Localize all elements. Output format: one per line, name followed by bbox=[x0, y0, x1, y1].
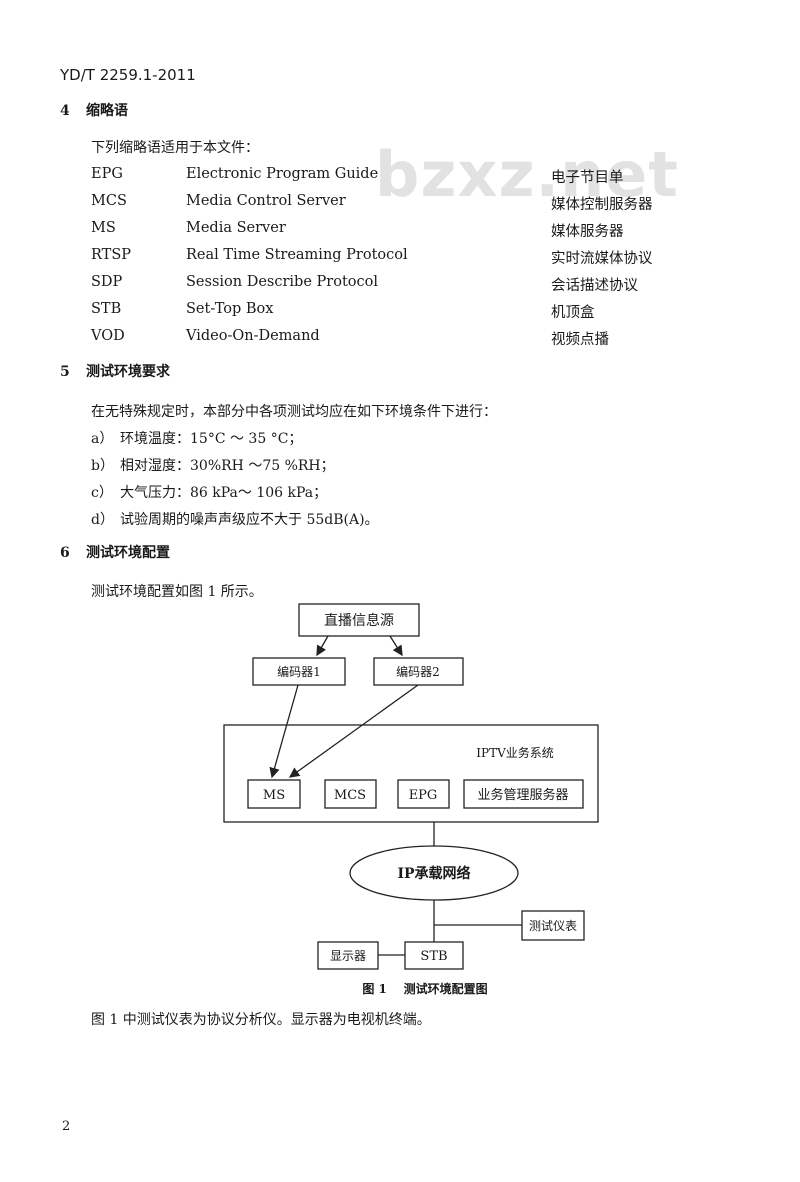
condition-text: 大气压力：86 kPa～ 106 kPa； bbox=[120, 485, 328, 501]
encoder1-label: 编码器1 bbox=[277, 664, 321, 679]
ms-label: MS bbox=[263, 788, 285, 803]
abbreviation-chinese: 机顶盒 bbox=[551, 305, 595, 321]
section-6-intro: 测试环境配置如图 1 所示。 bbox=[91, 584, 263, 600]
condition-label: b） bbox=[91, 458, 114, 474]
abbreviation-abbr: EPG bbox=[91, 166, 123, 182]
abbreviation-abbr: VOD bbox=[91, 328, 125, 344]
abbreviation-chinese: 实时流媒体协议 bbox=[551, 251, 653, 267]
section-5-intro: 在无特殊规定时，本部分中各项测试均应在如下环境条件下进行： bbox=[91, 404, 497, 420]
abbreviation-abbr: STB bbox=[91, 301, 122, 317]
section-6-heading: 6 测试环境配置 bbox=[60, 542, 170, 562]
condition-label: c） bbox=[91, 485, 113, 501]
abbreviation-chinese: 媒体控制服务器 bbox=[551, 197, 653, 213]
section-title: 缩略语 bbox=[86, 103, 128, 119]
mgmt-label: 业务管理服务器 bbox=[477, 787, 568, 803]
arrow-source-encoder1 bbox=[316, 635, 329, 657]
section-title: 测试环境要求 bbox=[86, 364, 170, 380]
abbreviation-english: Video-On-Demand bbox=[186, 328, 320, 344]
encoder2-label: 编码器2 bbox=[396, 664, 440, 679]
arrow-source-encoder2 bbox=[389, 635, 403, 657]
source-box bbox=[298, 603, 420, 637]
section-number: 6 bbox=[60, 545, 70, 561]
condition-text: 试验周期的噪声声级应不大于 55dB(A)。 bbox=[120, 512, 379, 528]
abbreviation-english: Media Control Server bbox=[186, 193, 346, 209]
section-4-heading: 4 缩略语 bbox=[60, 100, 128, 120]
display-label: 显示器 bbox=[330, 949, 366, 963]
section-title: 测试环境配置 bbox=[86, 545, 170, 561]
abbreviation-chinese: 视频点播 bbox=[551, 332, 609, 348]
system-label: IPTV业务系统 bbox=[476, 745, 554, 760]
mcs-label: MCS bbox=[334, 788, 366, 803]
encoder2-box bbox=[373, 657, 464, 686]
abbreviation-english: Set-Top Box bbox=[186, 301, 274, 317]
abbreviation-chinese: 电子节目单 bbox=[551, 170, 624, 186]
condition-text: 相对湿度：30%RH ～75 %RH； bbox=[120, 458, 335, 474]
source-label: 直播信息源 bbox=[324, 612, 394, 629]
abbreviation-english: Electronic Program Guide bbox=[186, 166, 379, 182]
abbreviation-abbr: RTSP bbox=[91, 247, 132, 263]
epg-label: EPG bbox=[409, 788, 438, 803]
mcs-box bbox=[324, 779, 377, 809]
abbreviation-abbr: SDP bbox=[91, 274, 123, 290]
document-id: YD/T 2259.1-2011 bbox=[60, 66, 196, 84]
section-number: 4 bbox=[60, 103, 70, 119]
watermark: bzxz.net bbox=[375, 138, 679, 211]
abbreviation-chinese: 会话描述协议 bbox=[551, 278, 638, 294]
section-number: 5 bbox=[60, 364, 70, 380]
ms-box bbox=[247, 779, 301, 809]
abbreviation-english: Session Describe Protocol bbox=[186, 274, 378, 290]
figure-note: 图 1 中测试仪表为协议分析仪。显示器为电视机终端。 bbox=[91, 1012, 431, 1028]
iptv-system-box bbox=[223, 724, 599, 823]
condition-label: a） bbox=[91, 431, 114, 447]
arrow-encoder2-ms bbox=[288, 684, 419, 778]
abbreviation-english: Media Server bbox=[186, 220, 286, 236]
network-label: IP承载网络 bbox=[397, 865, 470, 882]
abbreviation-abbr: MS bbox=[91, 220, 116, 236]
encoder1-box bbox=[252, 657, 346, 686]
stb-label: STB bbox=[420, 949, 447, 964]
page-number: 2 bbox=[62, 1119, 71, 1134]
abbreviation-chinese: 媒体服务器 bbox=[551, 224, 624, 240]
condition-text: 环境温度：15°C ～ 35 °C； bbox=[120, 431, 303, 447]
abbreviation-english: Real Time Streaming Protocol bbox=[186, 247, 408, 263]
instrument-label: 测试仪表 bbox=[529, 918, 577, 933]
condition-label: d） bbox=[91, 512, 114, 528]
figure-caption: 图 1 测试环境配置图 bbox=[362, 981, 487, 996]
epg-box bbox=[397, 779, 450, 809]
section-5-heading: 5 测试环境要求 bbox=[60, 361, 170, 381]
section-4-intro: 下列缩略语适用于本文件： bbox=[91, 140, 259, 156]
arrow-encoder1-ms bbox=[269, 684, 299, 779]
mgmt-server-box bbox=[463, 779, 584, 809]
abbreviation-abbr: MCS bbox=[91, 193, 127, 209]
